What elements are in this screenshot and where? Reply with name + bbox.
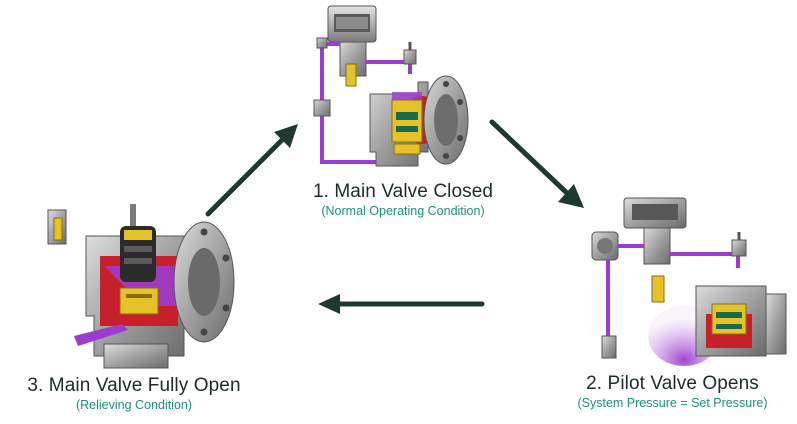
stage-2-caption: 2. Pilot Valve Opens (System Pressure = … [548,372,797,411]
arrow-stage2-to-stage3 [316,292,486,316]
stage-2-subtitle: (System Pressure = Set Pressure) [577,396,768,410]
valve-illustration-fully-open [44,196,244,372]
stage-3-caption: 3. Main Valve Fully Open (Relieving Cond… [0,374,268,413]
arrow-stage3-to-stage1 [200,118,304,222]
stage-3-title: 3. Main Valve Fully Open [27,375,241,396]
stage-2-title: 2. Pilot Valve Opens [586,373,759,394]
arrow-stage1-to-stage2 [486,116,590,214]
stage-3-subtitle: (Relieving Condition) [75,398,193,412]
stage-1-subtitle: (Normal Operating Condition) [321,204,485,218]
valve-illustration-closed [300,2,470,177]
stage-1-title: 1. Main Valve Closed [312,181,494,202]
valve-illustration-pilot-open [588,196,794,368]
stage-1-caption: 1. Main Valve Closed (Normal Operating C… [268,180,538,219]
